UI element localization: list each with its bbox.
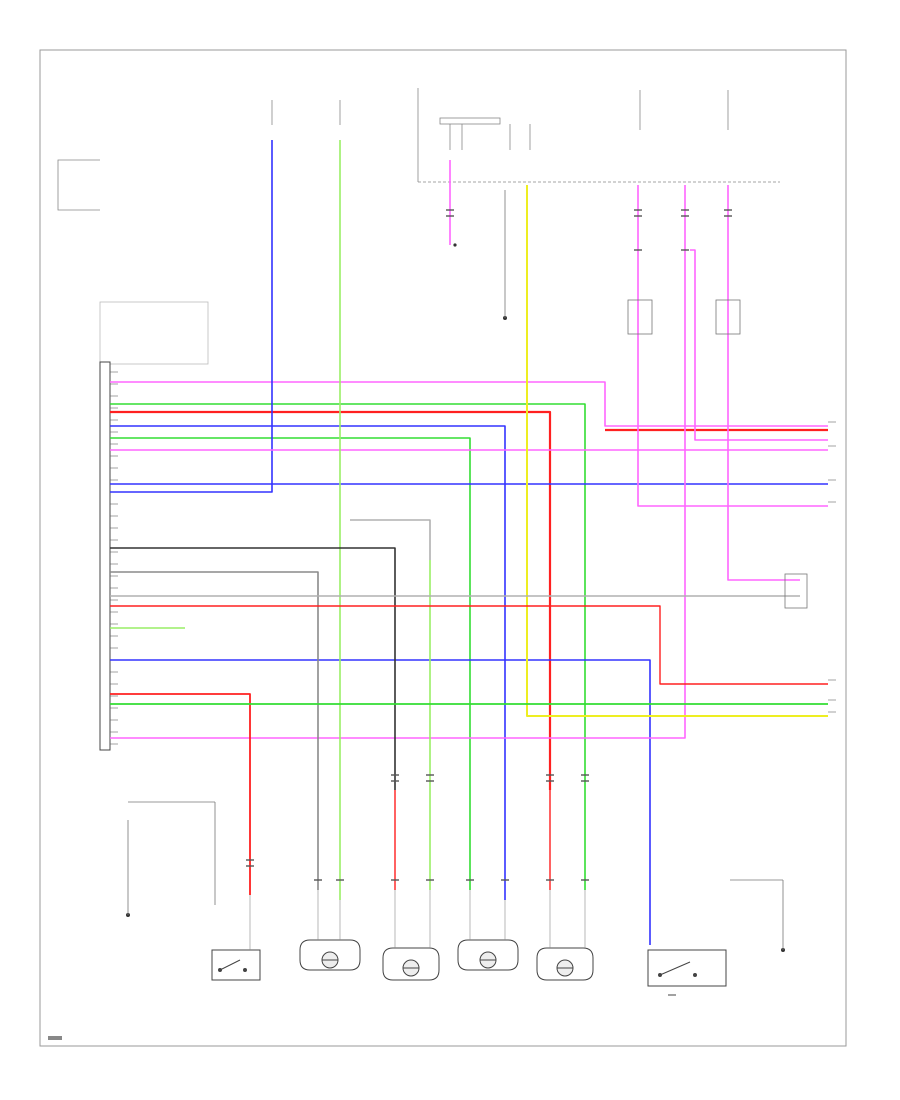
sensor-leads — [249, 890, 586, 950]
stop-lamp-switch — [211, 949, 261, 981]
wire-gray-3 — [350, 519, 431, 560]
wire-green-1 — [110, 403, 586, 790]
power-header — [271, 88, 780, 183]
brake-fluid-level-switch — [647, 949, 727, 996]
wire-blue-4 — [110, 659, 651, 945]
right-terminals — [828, 421, 836, 713]
wheel-sensor-3 — [457, 939, 519, 971]
wire-green-2 — [110, 437, 471, 790]
wire-blue-1 — [110, 425, 506, 900]
wheel-sensor-1 — [299, 939, 361, 971]
wires — [110, 140, 828, 945]
connector-marks — [246, 209, 732, 881]
wire-red-4 — [110, 693, 251, 895]
wire-red-1 — [110, 410, 552, 790]
wheel-sensor-4 — [536, 947, 594, 981]
diagram-border — [39, 49, 847, 1047]
wire-pink-7 — [727, 185, 800, 581]
wire-pink-3 — [637, 185, 828, 507]
ground-lines — [127, 190, 784, 950]
wire-gray-1 — [110, 571, 319, 890]
relay-boxes — [627, 299, 808, 609]
wire-yellow-1 — [526, 185, 828, 717]
wheel-sensor-2 — [382, 947, 440, 981]
left-connector-box — [57, 159, 209, 365]
wire-pink-5 — [110, 185, 686, 739]
wire-pink-1 — [110, 381, 828, 427]
wire-red-3 — [110, 605, 828, 685]
brake-actuator-ecu — [99, 361, 111, 751]
wire-blue-3 — [110, 140, 273, 493]
wire-darkgray-1 — [110, 547, 396, 790]
page-number-mark — [48, 1036, 62, 1040]
ground-symbols — [126, 243, 785, 952]
ecu-pin-ticks — [110, 371, 118, 745]
ground-dot-4 — [453, 243, 457, 247]
wire-pink-6 — [690, 249, 828, 441]
